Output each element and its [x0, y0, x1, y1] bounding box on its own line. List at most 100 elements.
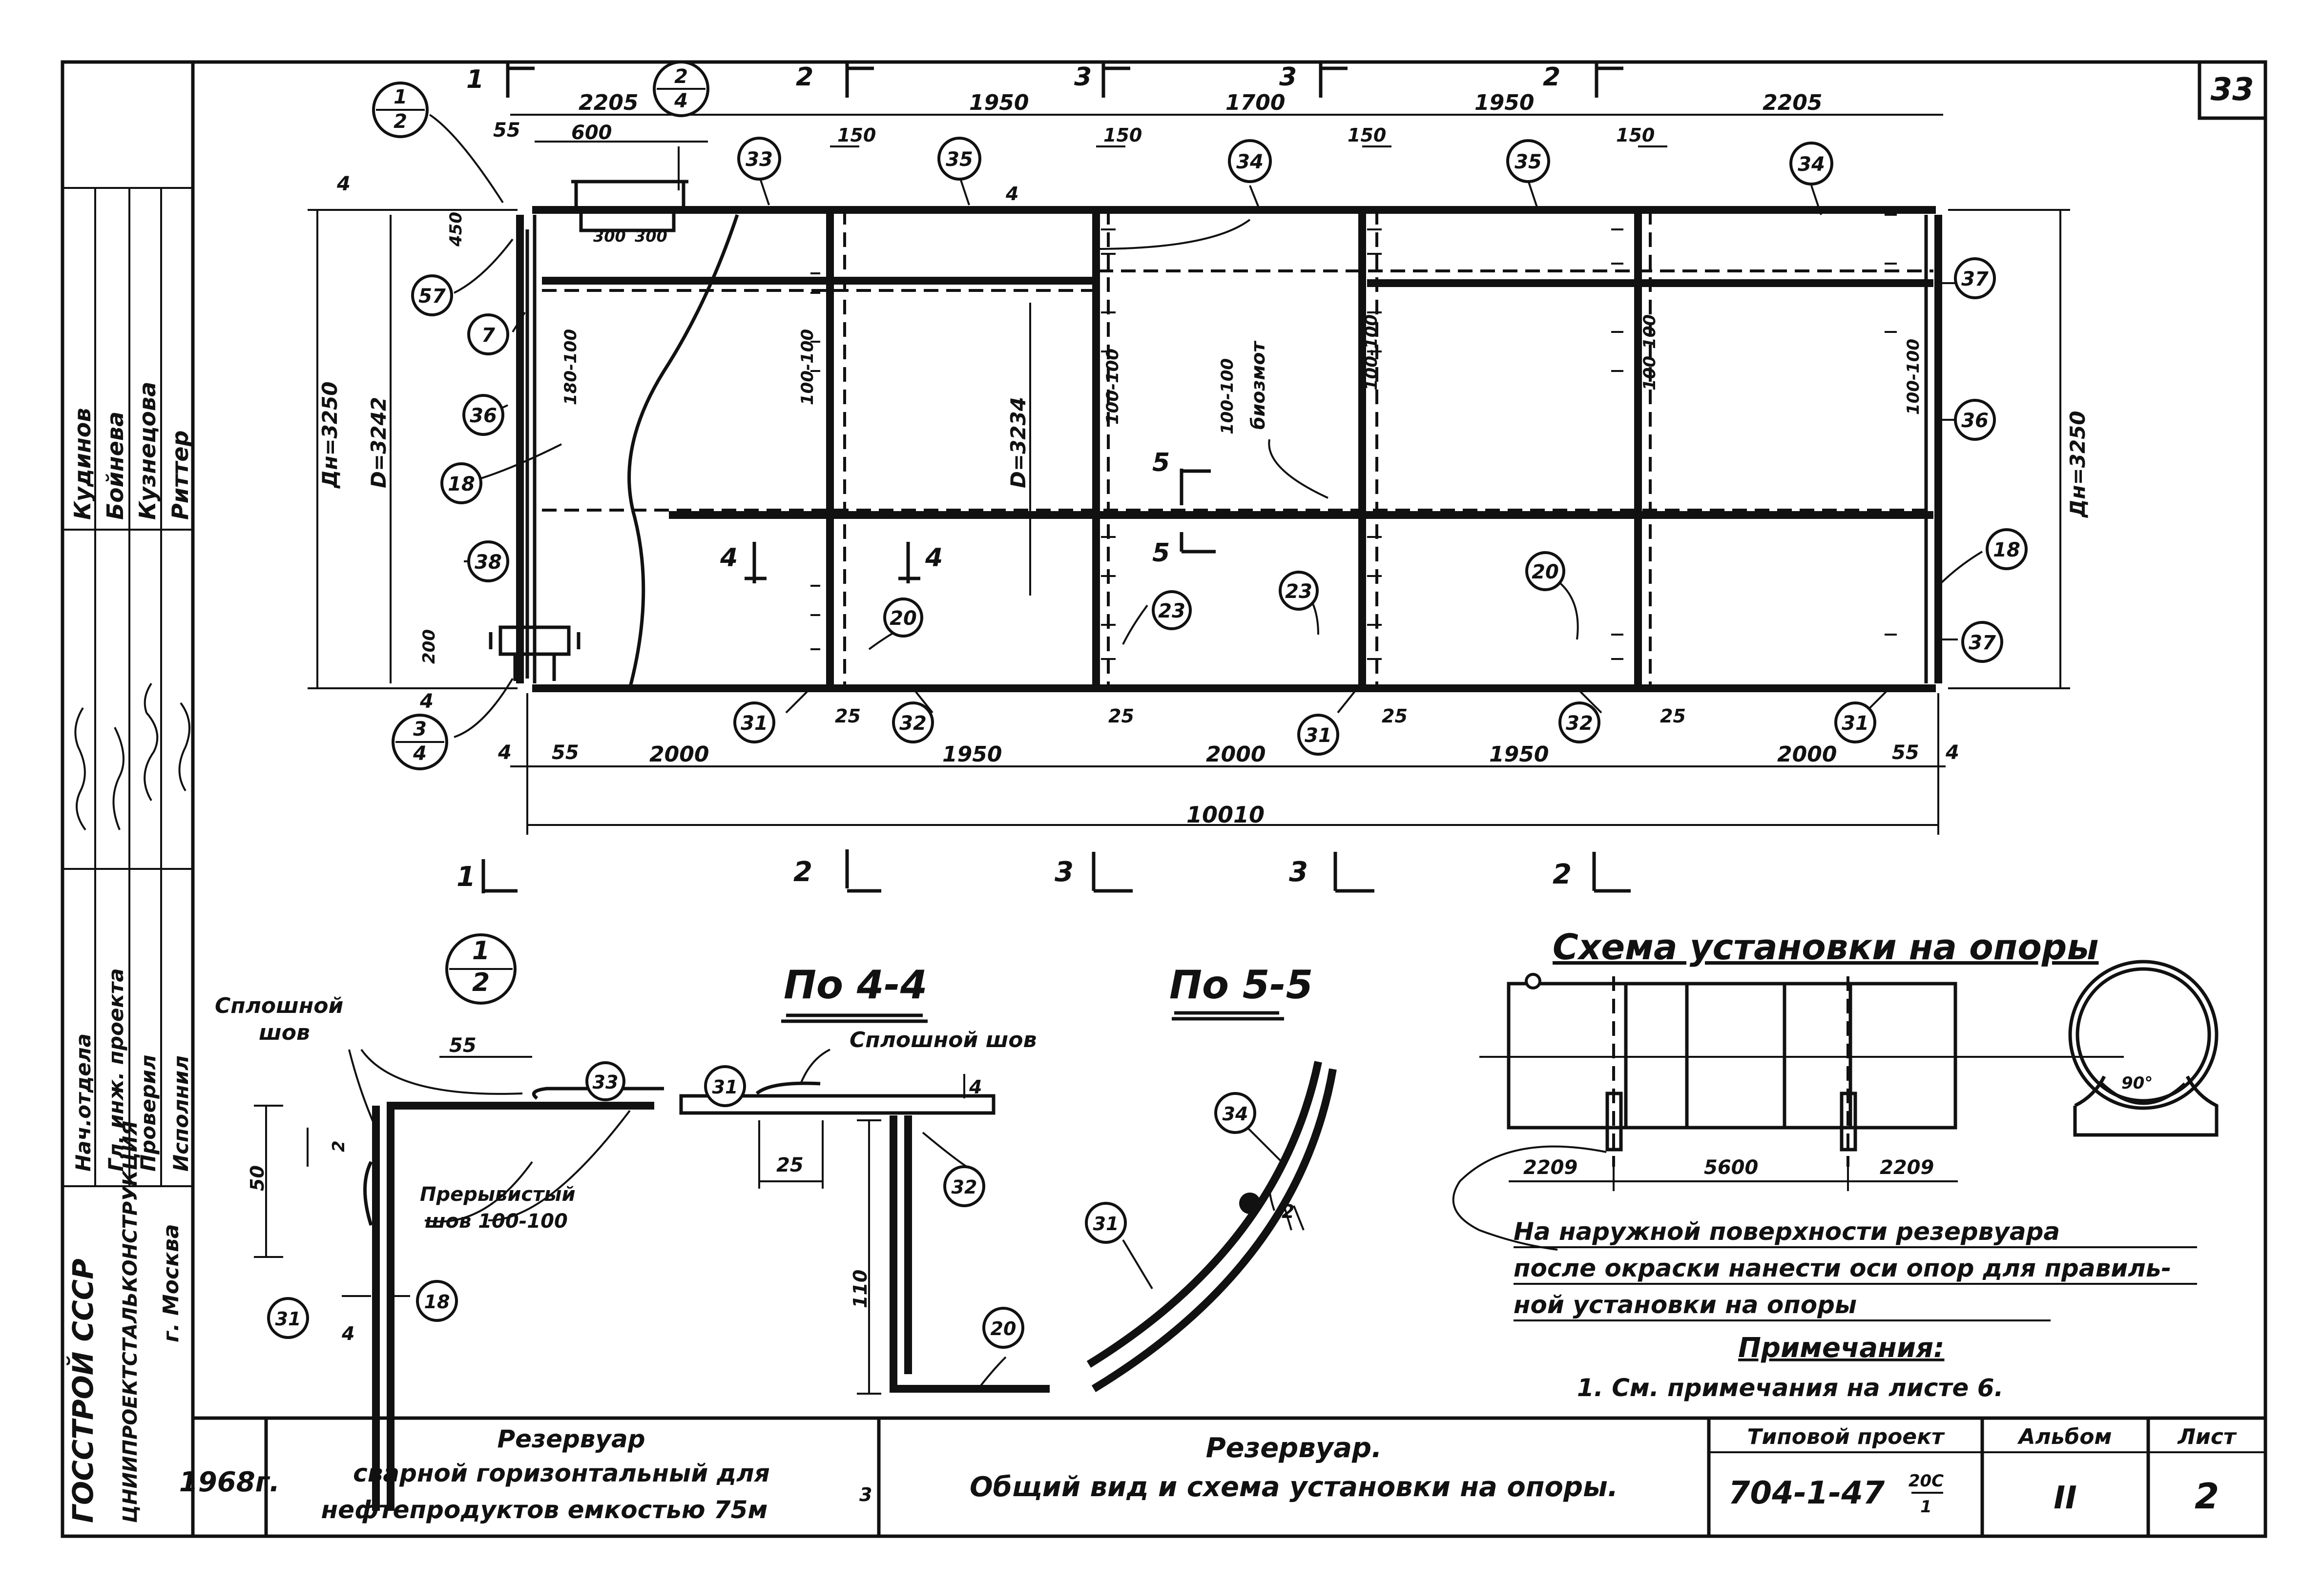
org-name: ГОССТРОЙ СССР	[66, 1258, 100, 1523]
dim-bottom-25-b: 25	[1108, 705, 1134, 727]
callout-bottom-31c: 31	[1842, 712, 1869, 735]
role-chief-engineer: Гл. инж. проекта	[104, 968, 128, 1172]
inner-cut-marks	[745, 469, 1216, 583]
detail-ref-2-den: 4	[674, 90, 688, 112]
section-5-5-title: По 5-5	[1169, 962, 1313, 1008]
sheet-border	[61, 60, 2267, 1538]
signature-3	[144, 682, 159, 802]
callouts-main	[411, 137, 2028, 756]
callout-bottom-31b: 31	[1305, 724, 1332, 747]
callout-bottom-31a: 31	[741, 712, 768, 735]
dim-bottom-1950-b: 1950	[1489, 742, 1549, 767]
support-note-3: ной установки на опоры	[1514, 1291, 1857, 1319]
dim-top-300-a: 300	[593, 227, 626, 246]
inner-mark-4-left: 4	[720, 543, 738, 573]
dim-top-1950-a: 1950	[969, 90, 1029, 115]
dim-top-150-d: 150	[1616, 124, 1655, 146]
section-4-4-callout-32: 32	[952, 1176, 977, 1198]
callout-top-34b: 34	[1798, 153, 1825, 176]
dim-top-55: 55	[493, 119, 520, 142]
weld-mark-2: 100-100	[798, 329, 817, 405]
dim-bottom-4-right: 4	[1945, 742, 1959, 764]
dim-top-450: 450	[446, 212, 466, 247]
notes-heading: Примечания:	[1738, 1332, 1944, 1364]
weld-mark-6: 100-100	[1640, 314, 1660, 391]
dim-top-1950-b: 1950	[1474, 90, 1534, 115]
section-4-4-dim-110: 110	[850, 1270, 871, 1308]
dim-d-left: D=3242	[367, 397, 391, 488]
support-angle: 90°	[2121, 1073, 2153, 1093]
weld-mark-4: 100-100	[1218, 358, 1237, 434]
detail-ref-1-den: 2	[394, 110, 407, 133]
title-object-line1: Резервуар	[497, 1425, 645, 1453]
dim-bottom-2000-c: 2000	[1777, 742, 1837, 767]
dim-bottom-55-right: 55	[1892, 742, 1919, 764]
dim-bottom-25-c: 25	[1382, 705, 1408, 727]
weld-mark-5: 100-100	[1362, 314, 1381, 391]
support-scheme	[1452, 960, 2219, 1251]
cut-bottom-3b: 3	[1289, 856, 1308, 888]
detail-1-2-solid-weld-2: шов	[259, 1020, 310, 1045]
detail-1-2-num: 1	[472, 936, 490, 966]
sheet-title-line2: Общий вид и схема установки на опоры.	[970, 1471, 1618, 1503]
callout-left-38: 38	[475, 551, 502, 574]
callout-right-37b: 37	[1969, 632, 1996, 654]
label-project: Типовой проект	[1747, 1424, 1945, 1449]
section-4-4-callout-20: 20	[991, 1318, 1017, 1339]
weld-label-biozmot: биозмот	[1247, 340, 1269, 430]
title-object-sup: 3	[859, 1484, 872, 1505]
org-institute: ЦНИИПРОЕКТСТАЛЬКОНСТРУКЦИЯ	[119, 1121, 142, 1523]
section-4-4-solid-weld: Сплошной шов	[850, 1028, 1037, 1052]
callout-top-35b: 35	[1515, 151, 1542, 173]
label-album: Альбом	[2017, 1424, 2112, 1449]
section-4-4-dim-4: 4	[969, 1076, 982, 1098]
top-section-cuts	[506, 63, 1623, 98]
support-note-1: На наружной поверхности резервуара	[1514, 1217, 2060, 1246]
role-executed: Исполнил	[169, 1055, 193, 1172]
signature-2	[112, 727, 124, 830]
notes-item-1: 1. См. примечания на листе 6.	[1577, 1374, 2004, 1402]
project-frac-den: 1	[1920, 1497, 1932, 1517]
callout-inner-23b: 23	[1285, 580, 1312, 603]
section-5-5	[1086, 1011, 1337, 1392]
support-dim-5600: 5600	[1704, 1156, 1758, 1179]
dim-bottom-55-left: 55	[552, 742, 579, 764]
tank-general-view	[489, 180, 1942, 692]
name-kudinov: Кудинов	[69, 408, 96, 520]
top-dim-lines	[510, 114, 1943, 147]
bottom-section-cuts	[481, 849, 1631, 893]
name-boyneva: Бойнева	[102, 412, 128, 520]
dim-top-300-b: 300	[635, 227, 667, 246]
dim-bottom-25-d: 25	[1660, 705, 1686, 727]
detail-1-2-dim-50: 50	[247, 1165, 268, 1191]
section-5-5-dim-2: 2	[1282, 1201, 1294, 1222]
weld-mark-3: 100-100	[1103, 349, 1122, 425]
detail-1-2-dim-4: 4	[341, 1323, 354, 1344]
dim-bottom-2000-a: 2000	[649, 742, 709, 767]
cut-top-3b: 3	[1279, 62, 1297, 92]
dim-bottom-4-left: 4	[498, 742, 512, 764]
callout-inner-20a: 20	[890, 607, 917, 630]
dim-bottom-2000-b: 2000	[1206, 742, 1266, 767]
detail-1-2-interrupted-1: Прерывистый	[420, 1183, 575, 1206]
cut-top-2: 2	[796, 62, 813, 92]
detail-ref-3-den: 4	[413, 742, 427, 765]
callout-left-36: 36	[470, 405, 497, 427]
detail-1-2	[254, 933, 664, 1511]
name-kuznetsova: Кузнецова	[134, 382, 161, 520]
dim-top-150-c: 150	[1348, 124, 1386, 146]
cut-bottom-2: 2	[793, 856, 812, 888]
title-year: 1968г.	[179, 1466, 280, 1498]
detail-refs	[372, 61, 709, 770]
dim-200: 200	[419, 629, 439, 664]
cut-top-2b: 2	[1543, 62, 1560, 92]
detail-1-2-callout-33: 33	[593, 1071, 619, 1093]
callout-left-57: 57	[418, 285, 446, 308]
section-4-4-dim-25: 25	[776, 1154, 804, 1176]
dim-top-150-a: 150	[837, 124, 876, 146]
role-checked: Проверил	[136, 1055, 160, 1172]
signature-1	[74, 707, 86, 831]
inner-mark-5-top: 5	[1152, 448, 1170, 477]
dim-overall-10010: 10010	[1186, 802, 1265, 828]
